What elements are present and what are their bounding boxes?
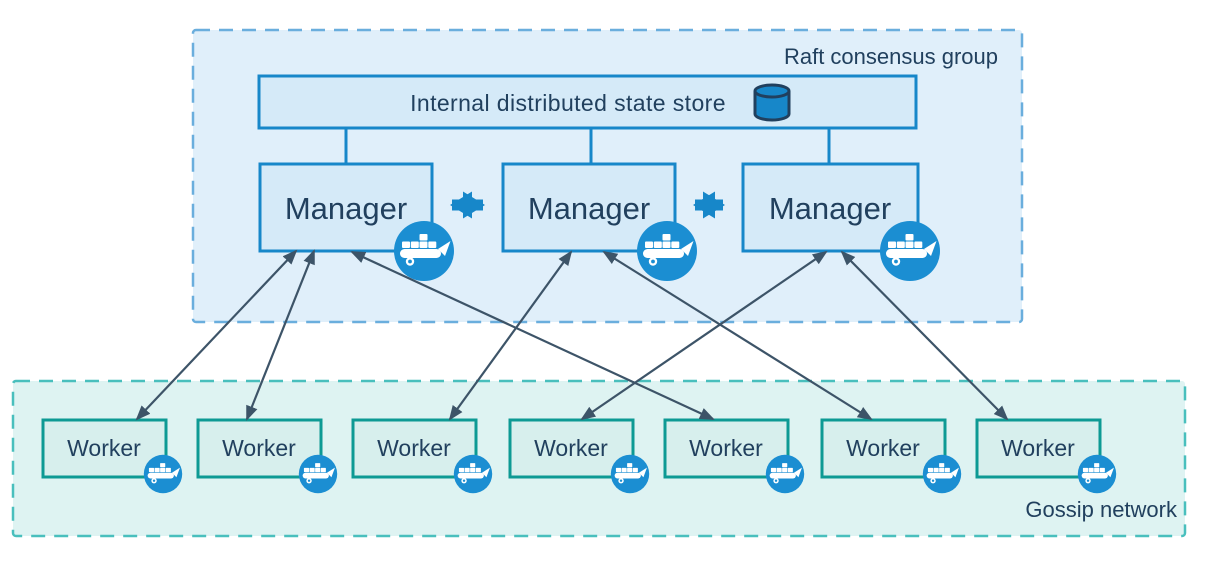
database-icon	[753, 83, 791, 122]
worker-6-label: Worker	[846, 435, 920, 461]
state-store-box	[257, 74, 918, 130]
worker-6-box: Worker	[820, 418, 947, 479]
manager-3-worker-7-arrow	[840, 250, 1009, 421]
worker-3-box: Worker	[351, 418, 478, 479]
manager-2-worker-3-arrow	[448, 250, 573, 421]
manager-3-worker-4-arrow	[580, 250, 828, 421]
manager-1-worker-2-arrow	[245, 249, 316, 421]
manager-2-label: Manager	[528, 191, 650, 226]
worker-4-label: Worker	[534, 435, 608, 461]
gossip-network-label: Gossip network	[1025, 497, 1178, 522]
edges-layer	[135, 128, 1009, 421]
manager-2-box: Manager	[501, 162, 677, 253]
worker-2-label: Worker	[222, 435, 296, 461]
manager-1-docker-whale-icon	[394, 221, 454, 281]
raft-consensus-group-label: Raft consensus group	[784, 44, 998, 69]
worker-2-docker-whale-icon	[298, 454, 338, 494]
worker-4-box: Worker	[508, 418, 635, 479]
manager-3-docker-whale-icon	[880, 221, 940, 281]
worker-5-docker-whale-icon	[765, 454, 805, 494]
worker-7-docker-whale-icon	[1077, 454, 1117, 494]
manager-2-docker-whale-icon	[637, 221, 697, 281]
worker-1-label: Worker	[67, 435, 141, 461]
worker-3-label: Worker	[377, 435, 451, 461]
worker-3-docker-whale-icon	[453, 454, 493, 494]
worker-4-docker-whale-icon	[610, 454, 650, 494]
manager-1-label: Manager	[285, 191, 407, 226]
worker-7-label: Worker	[1001, 435, 1075, 461]
worker-1-box: Worker	[41, 418, 168, 479]
worker-5-label: Worker	[689, 435, 763, 461]
worker-6-docker-whale-icon	[922, 454, 962, 494]
manager-3-label: Manager	[769, 191, 891, 226]
worker-1-docker-whale-icon	[143, 454, 183, 494]
state-store-label: Internal distributed state store	[410, 90, 726, 116]
